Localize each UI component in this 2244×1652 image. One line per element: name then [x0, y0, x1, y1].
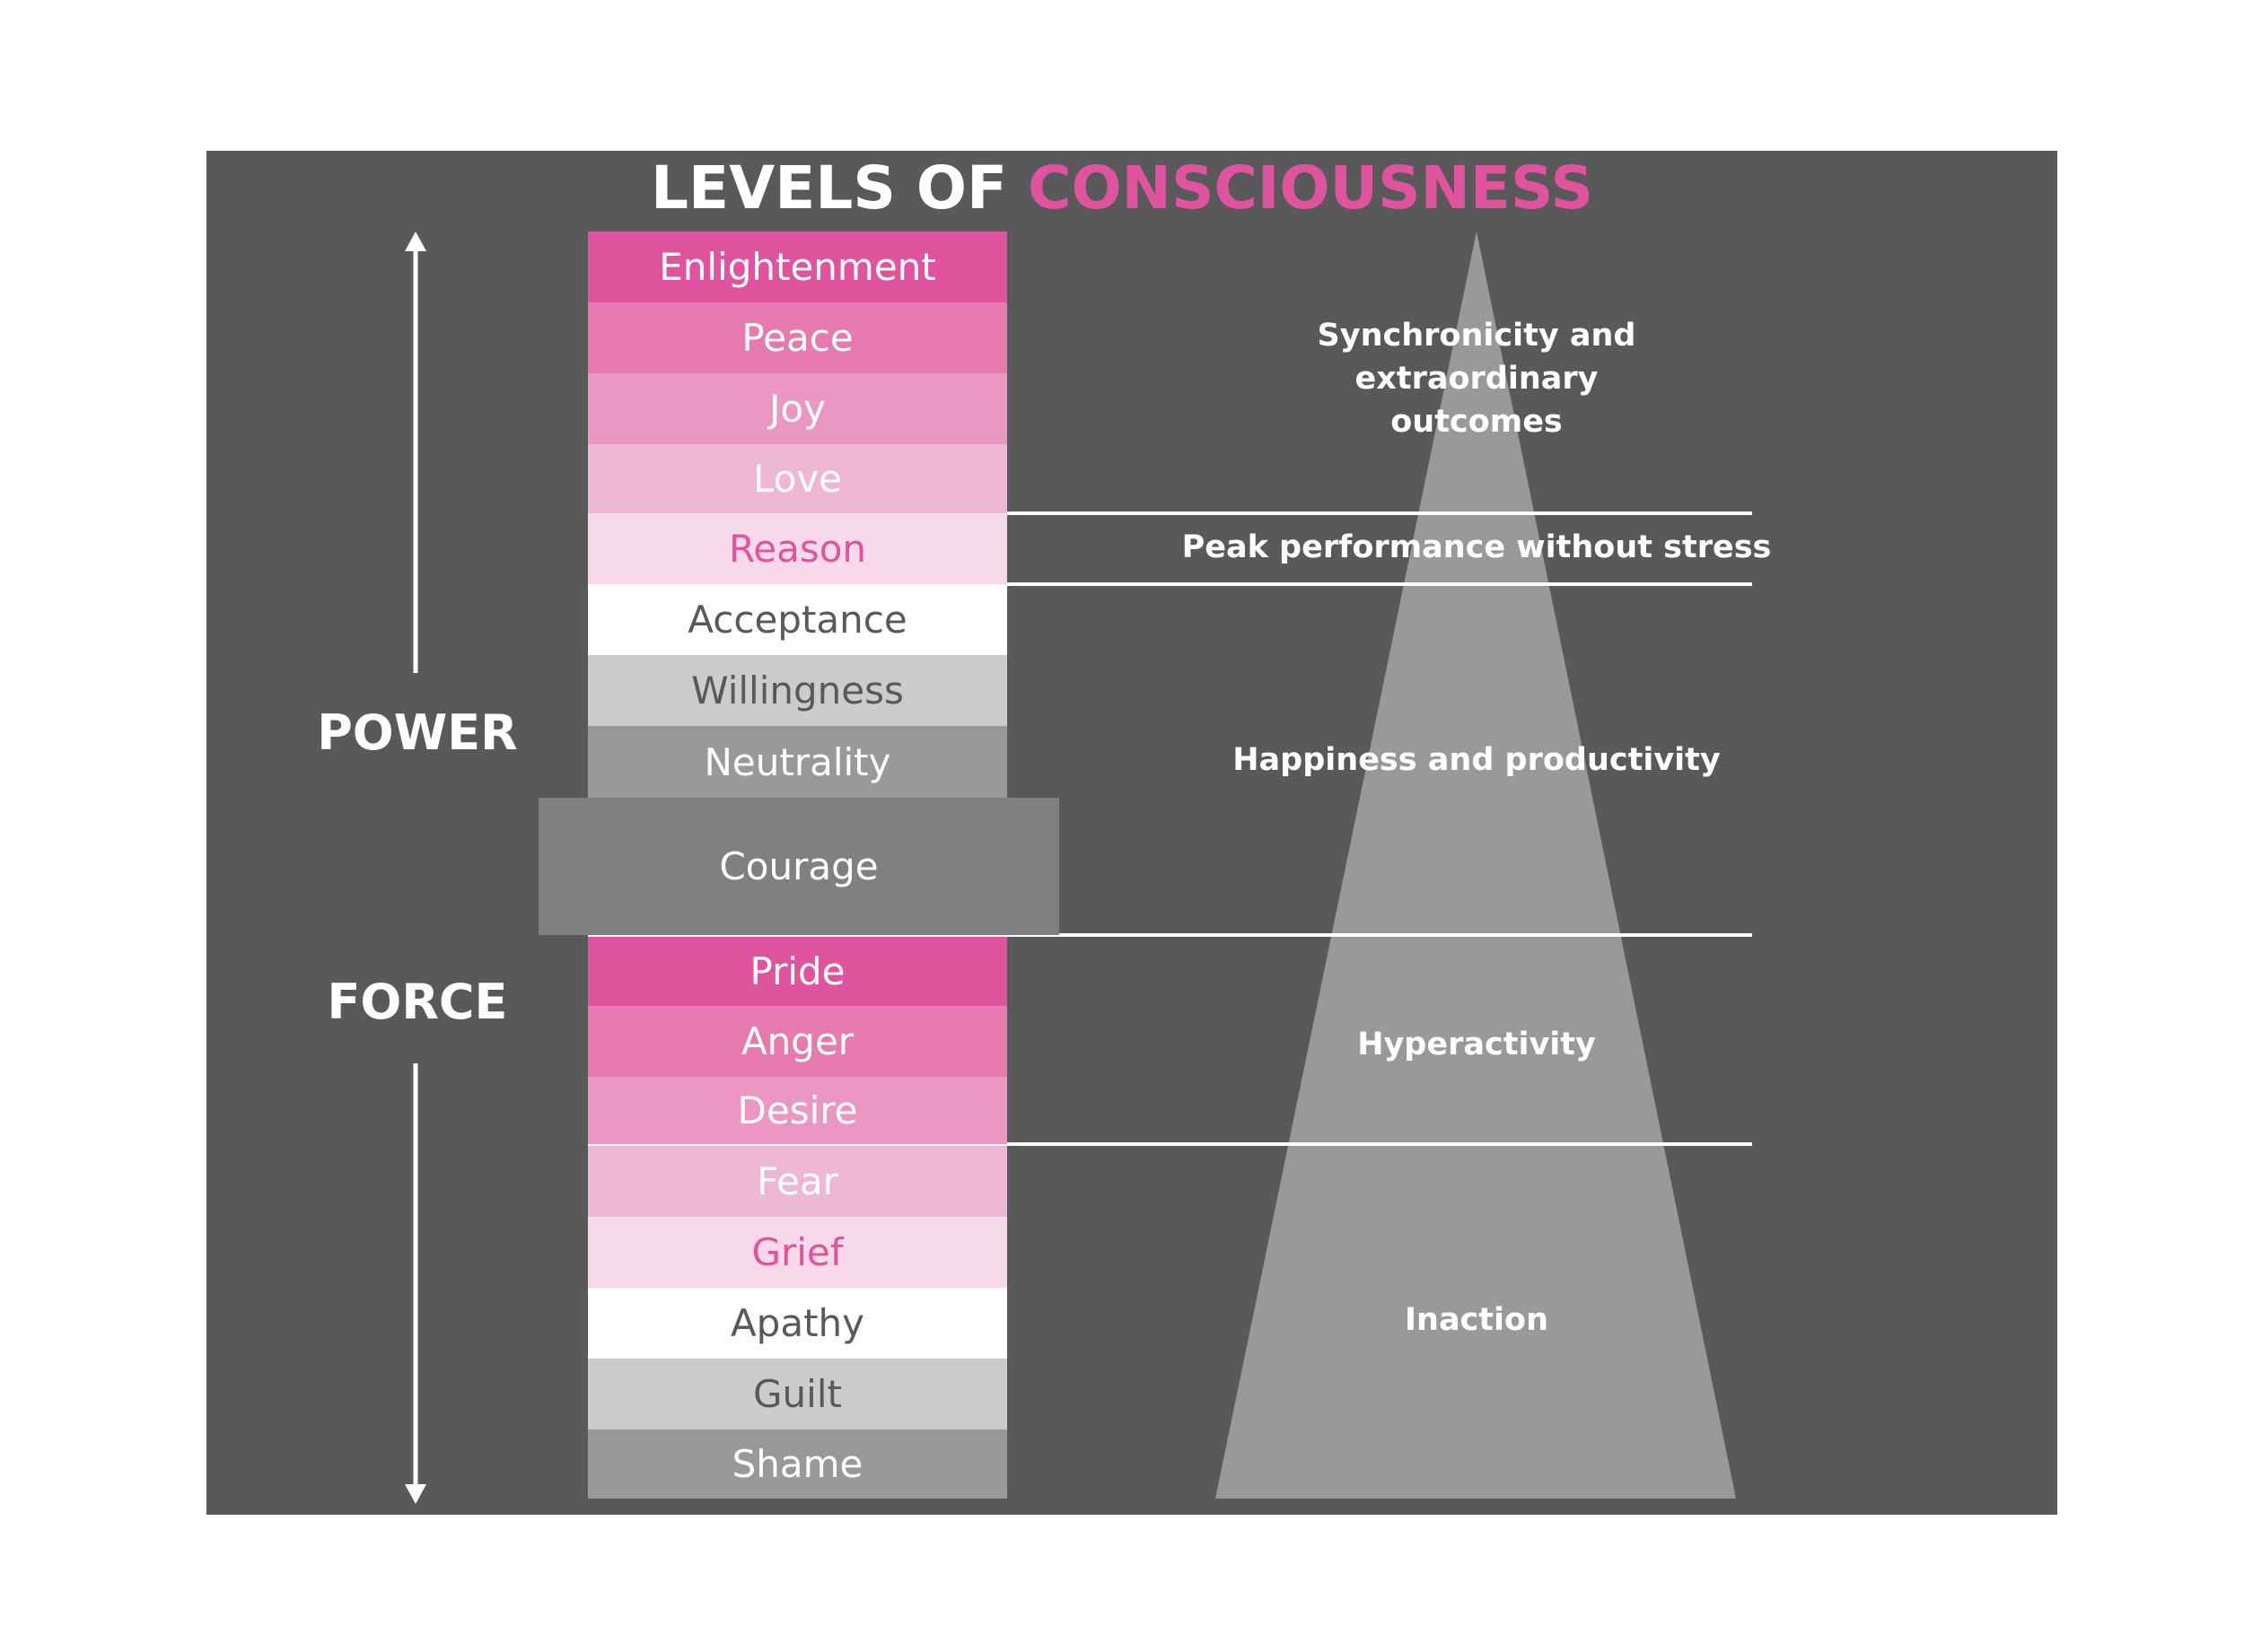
title-part-white: LEVELS OF: [650, 153, 1008, 223]
separator-line-courage-pride: [588, 933, 1752, 937]
level-apathy: Apathy: [588, 1288, 1007, 1359]
level-label: Peace: [741, 316, 854, 360]
level-shame: Shame: [588, 1429, 1007, 1499]
level-fear: Fear: [588, 1146, 1007, 1217]
level-label: Courage: [719, 844, 879, 888]
level-enlightenment: Enlightenment: [588, 232, 1007, 302]
diagram-title: LEVELS OF CONSCIOUSNESS: [0, 153, 2244, 224]
outcome-line: outcomes: [1390, 404, 1563, 440]
level-label: Fear: [757, 1159, 838, 1203]
separator-line-desire-fear: [588, 1142, 1752, 1146]
level-label: Shame: [732, 1442, 863, 1486]
title-part-pink: CONSCIOUSNESS: [1028, 153, 1594, 223]
outcome-line: Synchronicity and: [1317, 318, 1636, 354]
level-pride: Pride: [588, 937, 1007, 1006]
level-label: Joy: [769, 387, 826, 431]
outcome-line: extraordinary: [1354, 361, 1599, 397]
pyramid-shape: [1215, 232, 1736, 1499]
power-arrow: [405, 232, 426, 673]
level-label: Neutrality: [704, 739, 891, 784]
level-label: Love: [752, 457, 843, 501]
outcome-synchronicity: Synchronicity and extraordinary outcomes: [1207, 314, 1746, 443]
level-neutrality: Neutrality: [588, 726, 1007, 798]
level-label: Apathy: [730, 1301, 865, 1345]
level-love: Love: [588, 444, 1007, 513]
level-guilt: Guilt: [588, 1359, 1007, 1429]
separator-line-love-reason: [588, 511, 1752, 515]
level-desire: Desire: [588, 1077, 1007, 1144]
level-willingness: Willingness: [588, 655, 1007, 726]
level-acceptance: Acceptance: [588, 584, 1007, 655]
level-reason: Reason: [588, 513, 1007, 584]
force-arrow: [405, 1063, 426, 1504]
level-label: Acceptance: [688, 598, 907, 642]
outcome-inaction: Inaction: [1405, 1302, 1548, 1338]
level-label: Enlightenment: [659, 245, 936, 289]
level-label: Reason: [728, 527, 867, 571]
level-grief: Grief: [588, 1217, 1007, 1288]
level-courage: Courage: [539, 798, 1059, 935]
level-label: Guilt: [753, 1372, 842, 1416]
level-label: Grief: [751, 1230, 844, 1274]
outcome-peak-performance: Peak performance without stress: [1181, 529, 1772, 565]
level-anger: Anger: [588, 1006, 1007, 1077]
level-label: Willingness: [691, 669, 904, 712]
force-label: FORCE: [327, 974, 508, 1030]
separator-line-reason-acceptance: [1007, 582, 1752, 586]
outcome-hyperactivity: Hyperactivity: [1357, 1027, 1596, 1062]
diagram-panel: [206, 151, 2057, 1515]
level-label: Pride: [749, 949, 846, 993]
level-peace: Peace: [588, 302, 1007, 373]
level-label: Anger: [741, 1019, 855, 1063]
level-label: Desire: [737, 1088, 858, 1132]
power-label: POWER: [317, 704, 518, 761]
level-joy: Joy: [588, 373, 1007, 444]
outcome-happiness: Happiness and productivity: [1232, 742, 1721, 778]
